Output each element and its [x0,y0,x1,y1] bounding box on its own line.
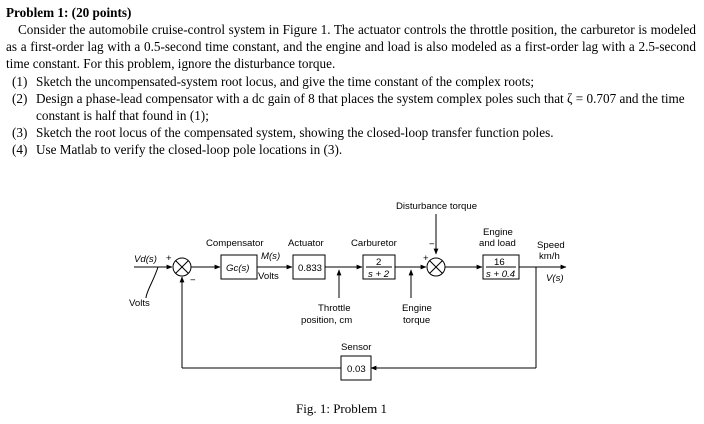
task-text: Sketch the root locus of the compensated… [36,125,554,140]
ms-label: M(s) [261,251,280,262]
engine-load-label-2: and load [479,238,516,249]
figure-caption: Fig. 1: Problem 1 [296,401,387,416]
summing-junction-2 [426,257,446,277]
actuator-block [292,254,326,280]
task-number: (1) [12,74,28,89]
carburetor-label: Carburetor [351,238,398,249]
throttle-label-2: position, cm [301,315,352,326]
engine-denominator: s + 0.4 [486,269,515,280]
input-unit-leader [145,266,159,299]
problem-text: Problem 1: (20 points) Consider the auto… [6,4,696,158]
carburetor-numerator: 2 [376,257,381,268]
problem-title: Problem 1: (20 points) [6,5,132,20]
engine-torque-label-1: Engine [402,303,432,314]
compensator-label: Compensator [206,238,264,249]
sum2-plus-sign: + [423,253,429,264]
engine-numerator: 16 [494,257,505,268]
task-text: Use Matlab to verify the closed-loop pol… [36,142,343,157]
summing-junction-1 [172,257,192,277]
sum2-minus-sign: − [429,239,435,250]
throttle-label-1: Throttle [318,303,351,314]
task-item: (1) Sketch the uncompensated-system root … [6,73,696,90]
sum1-plus-sign: + [166,253,172,264]
task-item: (2) Design a phase-lead compensator with … [6,90,696,124]
input-unit-label: Volts [129,298,150,309]
output-label: V(s) [546,273,564,284]
engine-torque-label-2: torque [403,315,430,326]
speed-label-2: km/h [539,251,560,262]
disturbance-label: Disturbance torque [396,201,477,212]
compensator-block [220,254,258,280]
problem-intro: Consider the automobile cruise-control s… [6,22,696,71]
actuator-label: Actuator [288,238,325,249]
engine-load-label-1: Engine [483,227,513,238]
volts-label: Volts [258,271,279,282]
speed-label-1: Speed [537,240,565,251]
sensor-block-label: 0.03 [347,364,366,375]
task-item: (3) Sketch the root locus of the compensa… [6,124,696,141]
sensor-label: Sensor [341,342,372,353]
task-number: (3) [12,125,28,140]
task-list: (1) Sketch the uncompensated-system root … [6,73,696,158]
task-number: (4) [12,142,28,157]
task-text: Design a phase-lead compensator with a d… [36,91,685,123]
actuator-block-label: 0.833 [298,263,322,274]
task-text: Sketch the uncompensated-system root loc… [36,74,535,89]
task-number: (2) [12,91,28,106]
carburetor-denominator: s + 2 [368,269,390,280]
input-label: Vd(s) [134,254,157,265]
compensator-block-label: Gc(s) [226,263,249,274]
task-item: (4) Use Matlab to verify the closed-loop … [6,141,696,158]
sum1-minus-sign: − [190,275,196,286]
